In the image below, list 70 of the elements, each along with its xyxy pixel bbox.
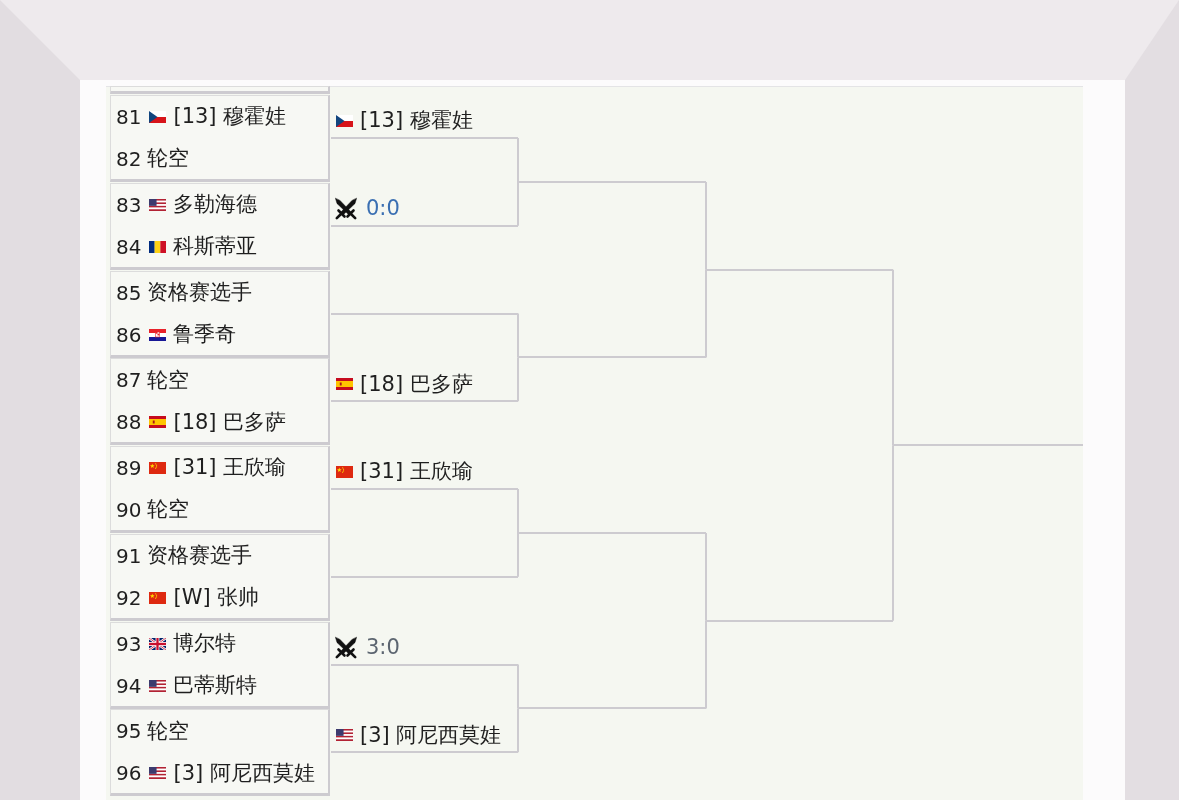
- bracket-line: [892, 268, 894, 447]
- player-name: [3] 阿尼西莫娃: [173, 760, 315, 786]
- draw-number: 90: [116, 498, 142, 522]
- bracket-line: [705, 619, 707, 710]
- player-name: [13] 穆霍娃: [360, 108, 473, 134]
- bracket-slot: [706, 267, 893, 271]
- player-name: 科斯蒂亚: [173, 234, 258, 260]
- player-name: [31] 王欣瑜: [360, 459, 473, 485]
- match-box: [110, 621, 330, 709]
- bracket-line: [705, 531, 707, 622]
- match-box: [110, 95, 330, 182]
- draw-number: 85: [116, 280, 142, 305]
- player-name: 轮空: [147, 367, 190, 393]
- draw-number: 92: [116, 585, 142, 610]
- player-name: 鲁季奇: [173, 321, 237, 348]
- draw-number: 84: [116, 234, 142, 259]
- match-box: [110, 182, 330, 270]
- bracket-line: [517, 488, 519, 534]
- match-box: [110, 358, 330, 446]
- draw-number: 88: [116, 410, 142, 435]
- player-name: [3] 阿尼西莫娃: [360, 722, 502, 748]
- draw-number: 87: [116, 368, 142, 393]
- player-name: [31] 王欣瑜: [173, 455, 287, 481]
- bracket-line: [517, 356, 519, 403]
- draw-number: 82: [116, 147, 142, 171]
- draw-number: 95: [116, 719, 142, 744]
- draw-number: 86: [116, 322, 142, 347]
- bracket-line: [517, 707, 519, 754]
- match-box: [110, 86, 330, 94]
- bracket-line: [517, 312, 519, 359]
- match-box: [110, 533, 330, 621]
- player-name: 资格赛选手: [147, 543, 253, 569]
- bracket-slot: [331, 311, 518, 315]
- player-name: 轮空: [147, 146, 190, 172]
- bracket-line: [705, 268, 707, 359]
- match-score: 0:0: [366, 196, 400, 222]
- bracket-slot: [331, 574, 518, 578]
- bracket-slot: [893, 443, 1083, 447]
- player-name: 轮空: [147, 497, 190, 523]
- player-name: [13] 穆霍娃: [173, 104, 287, 130]
- bracket-line: [517, 180, 519, 227]
- bracket-line: [517, 137, 519, 183]
- draw-number: 96: [116, 761, 142, 786]
- bracket-line: [705, 180, 707, 271]
- player-name: [18] 巴多萨: [360, 371, 473, 397]
- draw-number: 94: [116, 673, 142, 698]
- match-box: [110, 270, 330, 358]
- match-box: [110, 446, 330, 533]
- draw-number: 93: [116, 631, 142, 656]
- player-name: 博尔特: [173, 630, 237, 657]
- bracket-line: [517, 531, 519, 578]
- draw-number: 91: [116, 543, 142, 568]
- bracket-line: [517, 663, 519, 710]
- player-name: 巴蒂斯特: [173, 672, 258, 699]
- match-box: [110, 709, 330, 797]
- player-name: 资格赛选手: [147, 279, 253, 306]
- draw-number: 81: [116, 105, 142, 129]
- bracket-slot: [518, 706, 706, 710]
- player-name: 轮空: [147, 718, 190, 744]
- draw-number: 83: [116, 192, 142, 217]
- bracket-slot: [518, 355, 706, 359]
- player-name: [18] 巴多萨: [173, 409, 287, 435]
- player-name: 多勒海德: [173, 192, 258, 218]
- bracket-line: [892, 444, 894, 622]
- player-name: [W] 张帅: [173, 585, 260, 611]
- bracket-slot: [706, 618, 893, 622]
- bracket-slot: [518, 179, 706, 183]
- bracket-slot: [518, 530, 706, 534]
- draw-number: 89: [116, 456, 142, 480]
- match-score: 3:0: [366, 634, 400, 661]
